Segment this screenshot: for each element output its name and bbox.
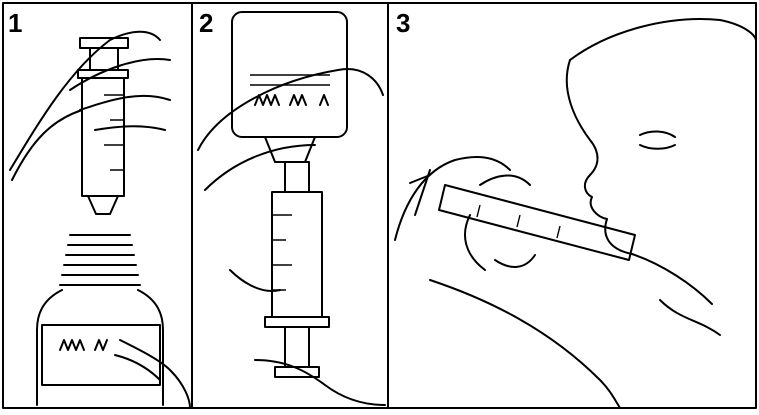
panel-1-bottom-hand (114, 339, 191, 409)
panel-1-syringe (77, 37, 129, 215)
panel-1-label: 1 (8, 8, 23, 38)
panel-3-frame (387, 2, 757, 409)
panel-3-hand (394, 156, 536, 271)
panel-3-label: 3 (396, 8, 411, 38)
panel-2-hand (197, 68, 386, 406)
panel-2-syringe (264, 191, 330, 378)
panel-1-bottle (36, 234, 164, 406)
panel-1-hand (9, 30, 171, 181)
panel-3-baby (429, 18, 757, 409)
panel-2-frame (191, 2, 389, 409)
panel-2-label: 2 (199, 8, 214, 38)
panel-3-syringe (409, 169, 636, 261)
